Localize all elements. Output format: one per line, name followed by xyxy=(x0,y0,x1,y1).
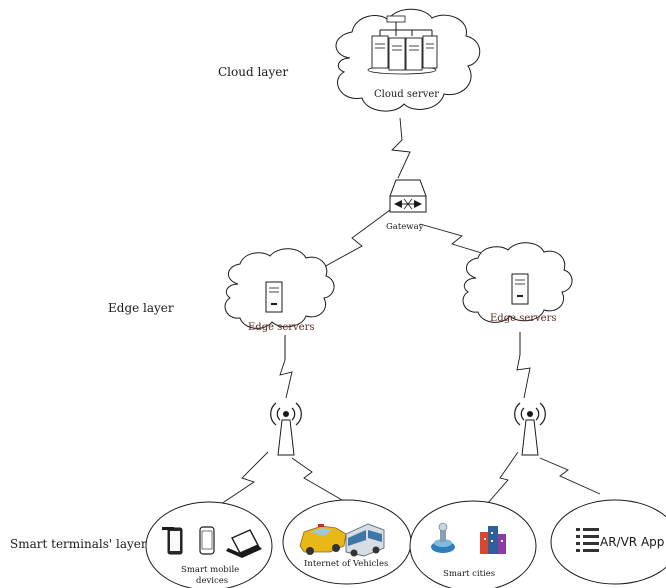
cities-label: Smart cities xyxy=(443,569,495,579)
laptop-icon xyxy=(226,529,262,558)
arvr-label: AR/VR App xyxy=(600,535,664,549)
mobile-label-line2: devices xyxy=(196,576,228,586)
gateway-label: Gateway xyxy=(386,222,424,232)
gateway-node: Gateway xyxy=(386,179,427,232)
phone-icon xyxy=(199,526,215,555)
bus-icon xyxy=(345,523,385,557)
layer-label-edge: Edge layer xyxy=(108,301,174,315)
cloud-server-node: Cloud server xyxy=(335,8,481,112)
connections xyxy=(211,117,601,513)
link-tower-left-vehicles xyxy=(291,457,343,501)
radio-tower-icon xyxy=(514,402,546,456)
edge-server-right-node: Edge servers xyxy=(462,242,573,324)
radio-tower-icon xyxy=(270,402,302,456)
link-tower-right-cities xyxy=(479,451,519,513)
terminal-arvr: AR/VR App xyxy=(550,499,666,585)
terminal-smart-mobile: Smart mobile devices xyxy=(145,501,273,588)
terminal-smart-cities: Smart cities xyxy=(409,500,537,588)
layer-label-terminals: Smart terminals' layer xyxy=(10,537,147,551)
link-gateway-edge-right xyxy=(419,223,499,259)
link-tower-right-arvr xyxy=(539,457,601,495)
layer-label-cloud: Cloud layer xyxy=(218,65,288,79)
edge-left-label: Edge servers xyxy=(248,322,315,333)
vehicles-label: Internet of Vehicles xyxy=(304,559,388,569)
edge-right-label: Edge servers xyxy=(490,313,557,324)
radio-tower-left xyxy=(270,402,302,456)
terminal-vehicles: Internet of Vehicles xyxy=(282,499,412,585)
list-icon xyxy=(576,528,599,552)
mobile-label-line1: Smart mobile xyxy=(181,565,239,575)
link-edge-right-tower-zig xyxy=(516,354,531,399)
cloud-server-label: Cloud server xyxy=(374,89,439,100)
link-edge-left-tower-zig xyxy=(279,359,293,399)
edge-server-left-node: Edge servers xyxy=(224,248,335,333)
link-cloud-gateway xyxy=(391,117,411,179)
server-rack-icon xyxy=(367,15,438,75)
edge-server-icon xyxy=(265,281,283,313)
terminal-ellipse xyxy=(409,500,537,588)
terminal-ellipse xyxy=(550,499,666,585)
radio-tower-right xyxy=(514,402,546,456)
link-gateway-edge-left xyxy=(321,209,391,269)
edge-server-icon xyxy=(511,273,529,305)
tablet-icon xyxy=(162,527,183,555)
gateway-icon xyxy=(389,179,427,213)
link-tower-left-mobile xyxy=(211,451,269,511)
city-icon xyxy=(431,522,506,554)
